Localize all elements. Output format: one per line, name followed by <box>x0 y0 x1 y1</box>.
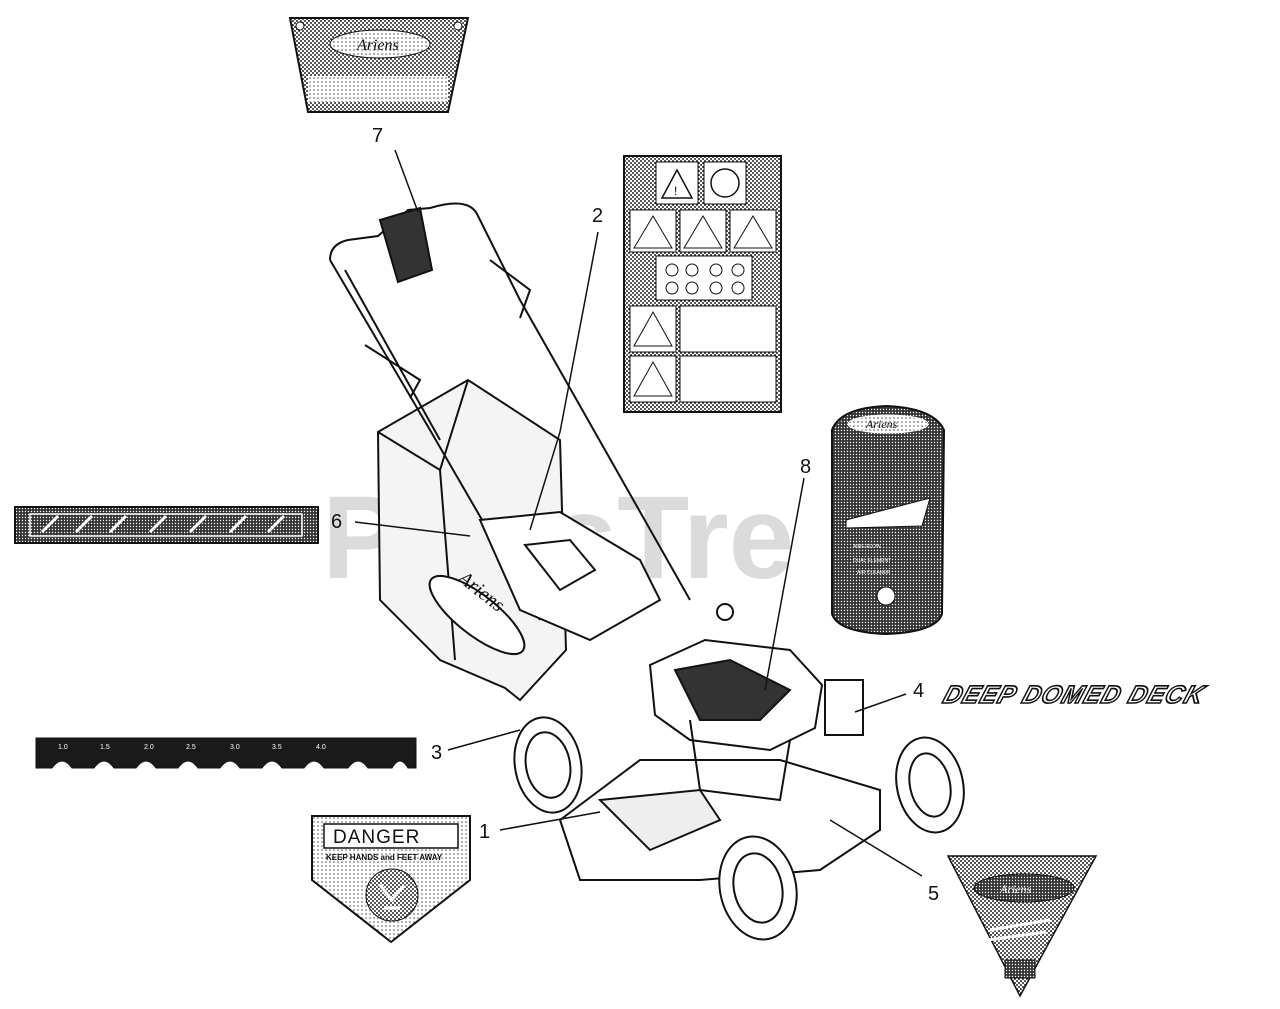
decal-control-panel: Ariens <box>288 17 470 113</box>
leader-lines <box>354 149 923 877</box>
decal-deep-domed-deck: DEEP DOMED DECK <box>940 682 1210 709</box>
svg-text:!: ! <box>674 184 677 198</box>
callout-1: 1 <box>479 821 490 843</box>
height-mark-1: 1.0 <box>58 744 68 751</box>
callout-5: 5 <box>928 883 939 905</box>
height-mark-2: 1.5 <box>100 744 110 751</box>
decal-safety-instructions: ! <box>623 155 782 413</box>
callout-2: 2 <box>592 205 603 227</box>
engine-decal-text-2: DUAL ELEMENT <box>853 558 891 564</box>
control-panel-logo: Ariens <box>356 37 399 54</box>
callout-3: 3 <box>431 742 442 764</box>
lawn-mower-illustration <box>329 202 965 941</box>
height-mark-4: 2.5 <box>186 744 196 751</box>
height-mark-7: 4.0 <box>316 744 326 751</box>
engine-cover-logo: Ariens <box>865 417 898 431</box>
decal-height-of-cut: 1.0 1.5 2.0 2.5 3.0 3.5 4.0 <box>35 737 417 769</box>
danger-subtitle: KEEP HANDS and FEET AWAY <box>326 853 443 862</box>
engine-decal-text-3: AIR CLEANER <box>857 570 891 576</box>
height-mark-6: 3.5 <box>272 744 282 751</box>
danger-title: DANGER <box>333 827 420 848</box>
decal-danger: DANGER KEEP HANDS and FEET AWAY <box>311 815 471 944</box>
callout-4: 4 <box>913 680 924 702</box>
engine-decal-text-1: AIRE-FLOW <box>853 544 881 550</box>
height-mark-3: 2.0 <box>144 744 154 751</box>
callout-7: 7 <box>372 125 383 147</box>
callout-6: 6 <box>331 511 342 533</box>
decal-handle-stripe <box>14 506 319 544</box>
callout-8: 8 <box>800 456 811 478</box>
decal-front-emblem: Ariens <box>946 855 1098 998</box>
front-emblem-logo: Ariens <box>999 882 1032 896</box>
height-mark-5: 3.0 <box>230 744 240 751</box>
decal-engine-cover: Ariens AIRE-FLOW DUAL ELEMENT AIR CLEANE… <box>831 404 946 636</box>
